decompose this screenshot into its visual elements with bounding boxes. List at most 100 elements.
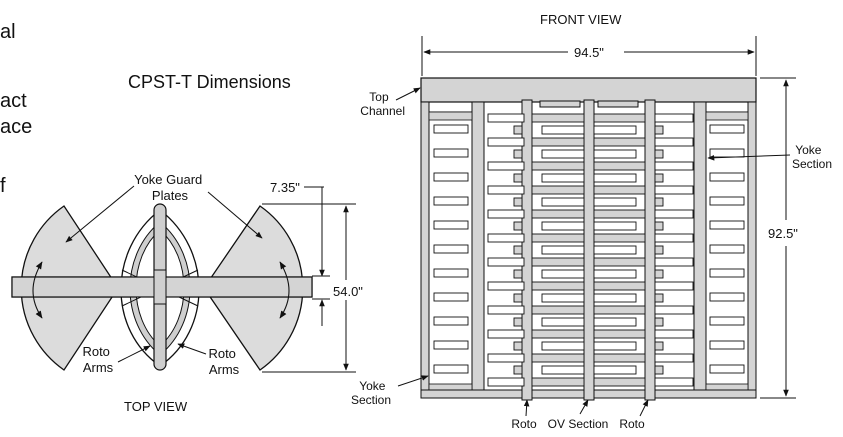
roto-bar-mid-left [541,125,585,135]
roto-bar-mid-right [593,149,637,159]
turnstile-bars [433,113,745,387]
roto-bar-right-inner [593,281,646,291]
yoke-bar-left [433,268,469,278]
roto-bar-left-outer [487,377,525,387]
roto-stub-left [513,125,523,135]
front-view-title: FRONT VIEW [540,12,622,27]
roto-stub-left [513,341,523,351]
roto-bar-mid-right [593,341,637,351]
roto-bar-left-outer [487,137,525,147]
front-view: FRONT VIEW 94.5" [351,12,832,431]
roto-bar-right-outer [654,353,694,363]
roto-stub-right [654,173,664,183]
roto-right-leader [639,399,649,417]
roto-bar-right-inner [593,257,646,267]
roto-bar-right-inner [593,113,646,123]
ov-section-leader [579,399,589,415]
dim-92-5-label: 92.5" [768,226,798,241]
left-post-outer [420,101,430,399]
yoke-bar-left [433,220,469,230]
roto-bar-mid-right [593,365,637,375]
roto-bar-right-outer [654,137,694,147]
roto-bar-left-inner [531,281,585,291]
roto-bar-left-inner [531,305,585,315]
edge-text-1: al [0,21,16,43]
right-post-outer [747,101,757,399]
yoke-bar-right [709,244,745,254]
roto-bar-left-outer [487,161,525,171]
roto-bar-left-inner [531,185,585,195]
roto-bar-right-outer [654,161,694,171]
yoke-bar-right [709,220,745,230]
roto-stub-left [513,173,523,183]
top-channel-leader [395,87,421,101]
yoke-bar-right [709,292,745,302]
top-view: CPST-T Dimensions Yoke Guard Plates 7.3 [11,72,363,414]
roto-right-label: Roto [619,417,645,431]
dim-54-label: 54.0" [333,284,363,299]
yoke-bar-left [433,244,469,254]
roto-bar-left-outer [487,233,525,243]
yoke-bar-left [433,196,469,206]
roto-bar-right-outer [654,377,694,387]
roto-bar-mid-left [541,221,585,231]
yoke-bar-right [709,124,745,134]
roto-arms-right-label: Roto Arms [208,346,239,377]
roto-stub-left [513,365,523,375]
roto-stub-left [513,245,523,255]
yoke-bar-right [709,316,745,326]
roto-stub-left [513,221,523,231]
roto-bar-mid-left [541,365,585,375]
roto-bar-left-outer [487,185,525,195]
top-channel-label: Top Channel [360,90,405,118]
yoke-section-left-label: Yoke Section [351,379,391,407]
yoke-bar-right [709,364,745,374]
yoke-section-right-label: Yoke Section [792,143,832,171]
roto-bar-mid-left [541,173,585,183]
roto-bar-mid-right [593,173,637,183]
yoke-guard-leader-left [65,185,135,243]
yoke-bar-left [433,292,469,302]
roto-bar-right-inner [593,209,646,219]
yoke-bar-left [433,124,469,134]
roto-stub-left [513,293,523,303]
roto-bar-right-outer [654,113,694,123]
roto-bar-left-inner [531,113,585,123]
roto-bar-mid-left [541,245,585,255]
yoke-bar-left [433,340,469,350]
roto-stub-left [513,269,523,279]
roto-bar-right-outer [654,209,694,219]
roto-bar-mid-right [593,221,637,231]
roto-bar-left-outer [487,281,525,291]
roto-bar-mid-left [541,293,585,303]
yoke-bar-right [709,148,745,158]
top-channel [420,77,757,103]
roto-bar-mid-left [541,317,585,327]
roto-bar-mid-left [541,197,585,207]
roto-bar-mid-right [593,317,637,327]
roto-stub-right [654,245,664,255]
roto-bar-mid-right [593,125,637,135]
roto-bar-left-inner [531,377,585,387]
roto-arms-right-leader [177,343,207,355]
yoke-section-right-leader [707,154,791,161]
roto-bar-right-outer [654,305,694,315]
roto-bar-mid-left [541,149,585,159]
yoke-bar-right [709,196,745,206]
roto-bar-left-inner [531,329,585,339]
yoke-bar-left [433,316,469,326]
roto-bar-right-inner [593,377,646,387]
yoke-bar-left [433,148,469,158]
top-view-title: CPST-T Dimensions [128,72,291,92]
roto-bar-left-inner [531,209,585,219]
roto-bar-right-inner [593,161,646,171]
roto-stub-right [654,221,664,231]
roto-bar-right-inner [593,233,646,243]
roto-shaft-right [644,99,656,401]
roto-bar-left-outer [487,353,525,363]
roto-bar-right-inner [593,353,646,363]
yoke-bar-right [709,172,745,182]
left-post-inner [471,101,485,399]
roto-bar-left-outer [487,209,525,219]
roto-stub-right [654,125,664,135]
